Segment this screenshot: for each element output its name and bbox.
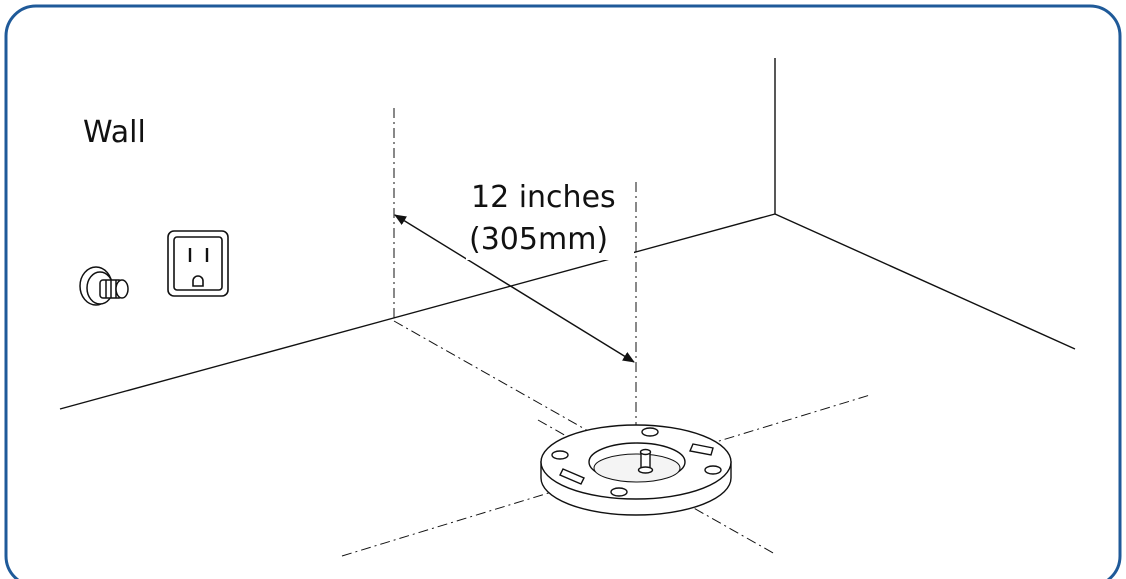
mount-axis-diagonal-2 <box>341 394 871 557</box>
wall-label: Wall <box>83 115 146 150</box>
electrical-outlet-icon <box>167 230 229 297</box>
distance-label-line1: 12 inches <box>471 180 616 215</box>
power-plug-icon <box>79 266 129 306</box>
floor-flange-mount-icon <box>540 424 732 516</box>
distance-label-bg <box>466 178 634 260</box>
distance-label-line2: (305mm) <box>469 222 608 257</box>
dimension-arrow <box>394 214 635 363</box>
frame-border <box>4 4 1122 579</box>
right-wall-floor-edge <box>774 213 1076 350</box>
